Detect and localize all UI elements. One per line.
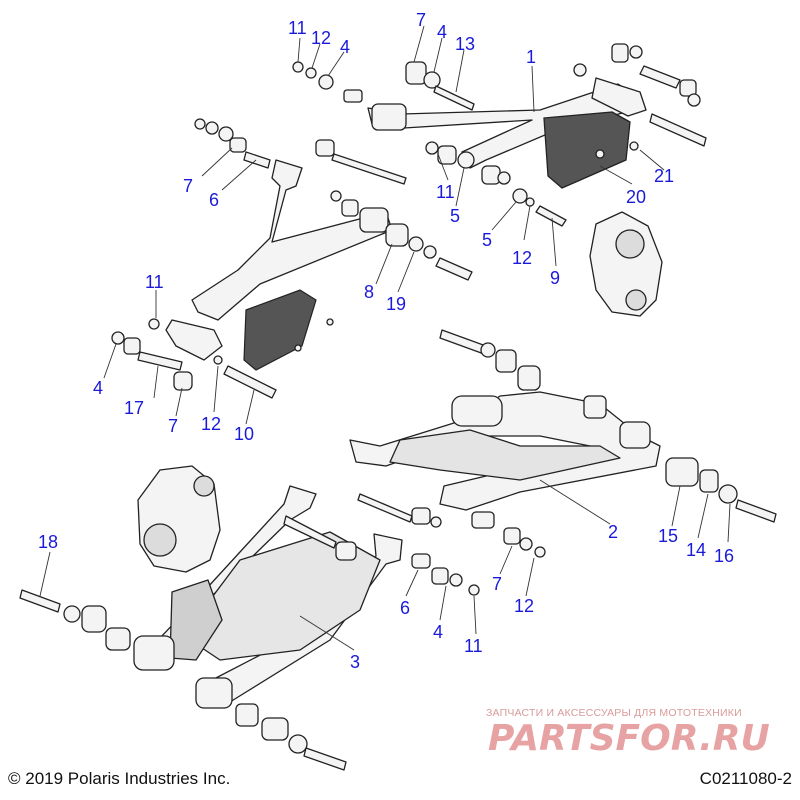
watermark-tagline: ЗАПЧАСТИ И АКСЕССУАРЫ ДЛЯ МОТОТЕХНИКИ [486, 707, 742, 719]
callout-label: 6 [209, 190, 219, 210]
callout-numbers: 11 12 4 7 4 13 1 7 6 11 5 21 20 5 12 9 8… [38, 10, 734, 672]
callout-label: 4 [433, 622, 443, 642]
callout-label: 2 [608, 522, 618, 542]
callout-label: 6 [400, 598, 410, 618]
callout-label: 20 [626, 187, 646, 207]
callout-label: 12 [512, 248, 532, 268]
hardware [19, 43, 777, 771]
callout-label: 7 [416, 10, 426, 30]
watermark: ЗАПЧАСТИ И АКСЕССУАРЫ ДЛЯ МОТОТЕХНИКИ PA… [486, 707, 770, 759]
callout-label: 8 [364, 282, 374, 302]
callout-label: 16 [714, 546, 734, 566]
upper-control-arm-1 [367, 77, 647, 189]
callout-label: 5 [450, 206, 460, 226]
callout-label: 12 [514, 596, 534, 616]
callout-label: 12 [201, 414, 221, 434]
diagram-code: C0211080-2 [700, 769, 792, 788]
callout-label: 21 [654, 166, 674, 186]
callout-label: 5 [482, 230, 492, 250]
upper-control-arm-left [165, 159, 393, 371]
callout-label: 19 [386, 294, 406, 314]
callout-label: 14 [686, 540, 706, 560]
callout-label: 11 [288, 18, 307, 38]
callout-label: 12 [311, 28, 331, 48]
lower-control-arm-2 [349, 391, 661, 511]
leader-lines [39, 25, 731, 651]
callout-label: 1 [526, 47, 536, 67]
callout-label: 11 [145, 272, 164, 292]
watermark-brand: PARTSFOR.RU [488, 718, 770, 759]
callout-label: 13 [455, 34, 475, 54]
callout-label: 10 [234, 424, 254, 444]
callout-label: 11 [436, 182, 455, 202]
callout-label: 7 [168, 416, 178, 436]
callout-label: 9 [550, 268, 560, 288]
callout-label: 18 [38, 532, 58, 552]
knuckle-right [589, 211, 663, 317]
callout-label: 7 [492, 574, 502, 594]
callout-label: 4 [93, 378, 103, 398]
callout-label: 4 [340, 37, 350, 57]
callout-label: 4 [437, 22, 447, 42]
knuckle-left [137, 465, 221, 573]
callout-label: 17 [124, 398, 144, 418]
callout-label: 3 [350, 652, 360, 672]
copyright-text: © 2019 Polaris Industries Inc. [8, 769, 230, 788]
lower-control-arm-3 [133, 485, 403, 709]
callout-label: 11 [464, 636, 483, 656]
callout-label: 15 [658, 526, 678, 546]
callout-label: 7 [183, 176, 193, 196]
